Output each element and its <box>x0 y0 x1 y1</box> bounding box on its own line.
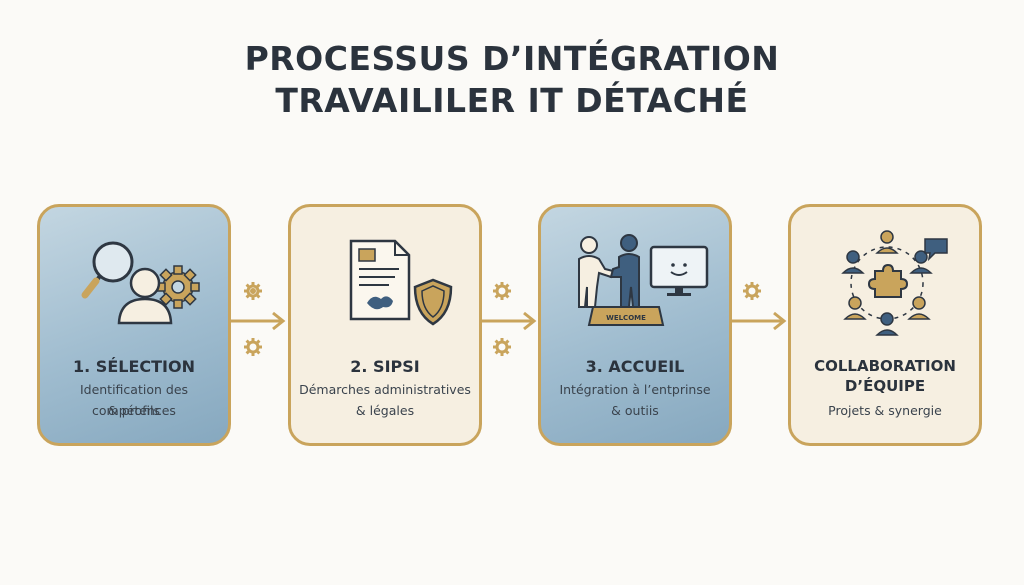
step-2-label: 2. SIPSI <box>350 357 420 376</box>
step-1-desc-line-1: Identification des compétences <box>79 382 189 418</box>
step-3-desc-line-2: & outiis <box>611 403 659 418</box>
gear-icon <box>244 282 262 300</box>
arrow-right-icon <box>732 311 787 331</box>
step-4-label-line-2: D’ÉQUIPE <box>844 377 926 395</box>
step-card-collaboration: COLLABORATION D’ÉQUIPE Projets & synergi… <box>788 204 982 446</box>
step-3-label: 3. ACCUEIL <box>585 357 685 376</box>
step-3-desc-line-1: Intégration à l’entprinse <box>559 382 711 397</box>
title-line-1: PROCESSUS D’INTÉGRATION <box>244 39 780 78</box>
step-2-desc-line-1: Démarches administratives <box>299 382 471 397</box>
search-user-gear-icon <box>81 241 200 325</box>
step-1-label: 1. SÉLECTION <box>73 357 195 376</box>
step-1-desc-line-2: & profils <box>107 403 161 418</box>
gear-icon <box>244 338 262 356</box>
step-4-desc-line-1: Projets & synergie <box>828 403 942 418</box>
step-card-sipsi: 2. SIPSI Démarches administratives & lég… <box>288 204 482 446</box>
step-2-desc-line-2: & légales <box>355 403 415 418</box>
connector-1-2 <box>231 282 286 356</box>
welcome-sign-text: WELCOME <box>606 314 646 322</box>
title-line-2: TRAVAILILER IT DÉTACHÉ <box>275 81 749 120</box>
gear-icon <box>493 282 511 300</box>
step-4-label-line-1: COLLABORATION <box>814 357 956 375</box>
document-shield-icon <box>349 239 453 326</box>
gear-icon <box>493 338 511 356</box>
gear-icon <box>743 282 761 300</box>
arrow-right-icon <box>231 311 286 331</box>
diagram-title: PROCESSUS D’INTÉGRATION TRAVAILILER IT D… <box>0 38 1024 122</box>
connector-3-4 <box>732 282 787 331</box>
handshake-welcome-icon: WELCOME <box>578 234 709 326</box>
step-card-accueil: WELCOME 3. ACCUEIL Intégration à l’entpr… <box>538 204 732 446</box>
connector-2-3 <box>482 282 537 356</box>
team-puzzle-icon <box>841 230 948 336</box>
step-card-selection: 1. SÉLECTION Identification des compéten… <box>37 204 231 446</box>
arrow-right-icon <box>482 311 537 331</box>
